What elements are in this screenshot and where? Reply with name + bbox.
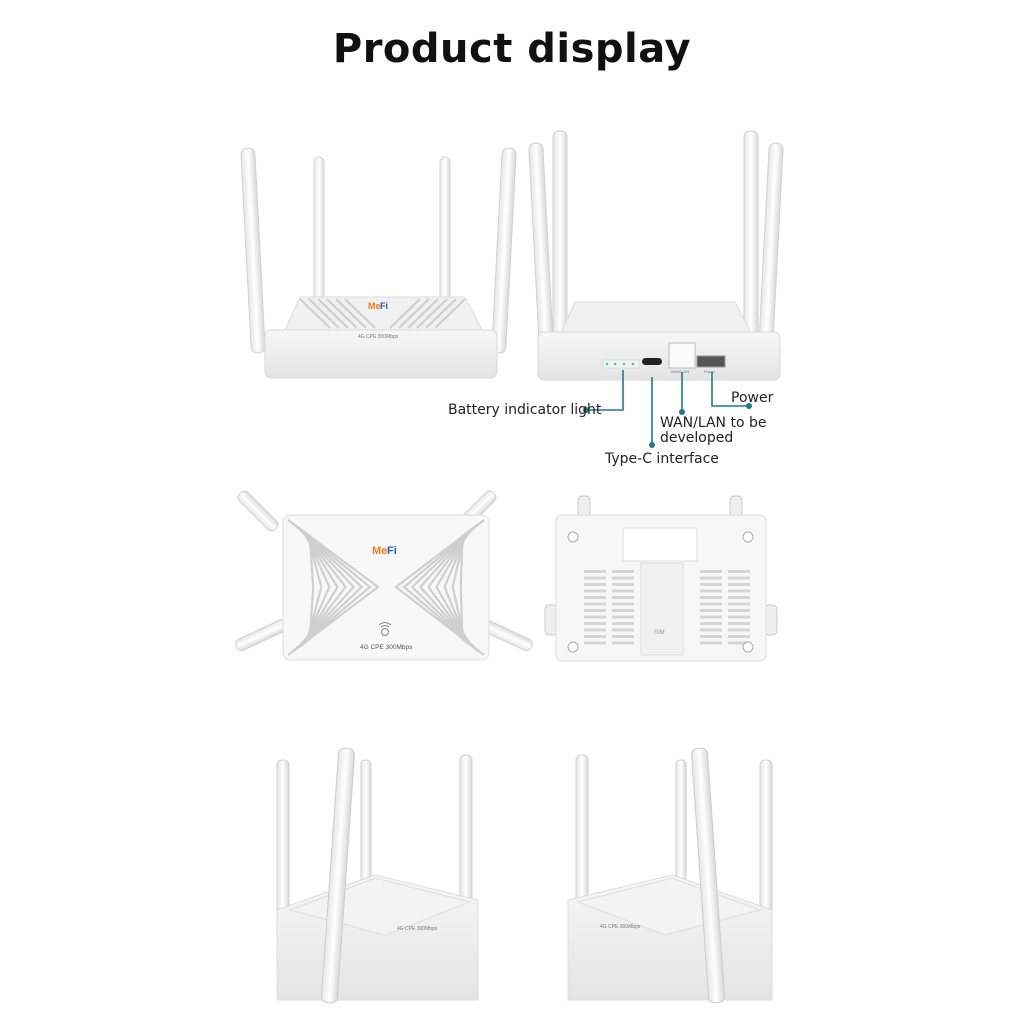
callout-battery-indicator: Battery indicator light: [448, 402, 602, 418]
antenna: [240, 147, 266, 354]
logo: Me: [372, 545, 387, 557]
logo: Fi: [387, 545, 397, 557]
callout-wan-lan: WAN/LAN to be developed: [660, 415, 767, 446]
wifi-icon: [378, 622, 392, 628]
model-text: 4G CPE 300Mbps: [600, 924, 641, 930]
power-port-label: Power: [704, 369, 716, 374]
wan-lan-port-label: WAN/LAN: [671, 369, 689, 374]
router-perspective-right: 4G CPE 300Mbps: [567, 747, 773, 1004]
model-text: 4G CPE 300Mbps: [358, 334, 399, 340]
sim-slot-label: SIM: [654, 630, 665, 636]
antenna: [491, 147, 517, 354]
model-text: 4G CPE 300Mbps: [360, 644, 413, 651]
antenna: [743, 130, 759, 347]
logo: Fi: [380, 301, 388, 311]
router-perspective-left: 4G CPE 300Mbps: [276, 747, 479, 1004]
typec-port: [642, 358, 662, 365]
battery-indicator-leds: [602, 359, 640, 369]
wps-button-icon: [381, 628, 389, 636]
callout-typec-interface: Type-C interface: [605, 451, 719, 467]
callout-lines: [586, 370, 749, 445]
antenna: [758, 142, 784, 349]
logo: Me: [368, 301, 381, 311]
power-port: [696, 355, 726, 368]
page-title: Product display: [332, 26, 692, 72]
callout-power: Power: [731, 390, 774, 406]
router-front-view: Me Fi 4G CPE 300Mbps: [240, 147, 517, 379]
antenna: [313, 156, 325, 303]
antenna: [528, 142, 554, 349]
model-text: 4G CPE 300Mbps: [397, 926, 438, 932]
router-bottom-view: SIM: [544, 495, 778, 662]
antenna: [552, 130, 568, 347]
router-top-view: Me Fi 4G CPE 300Mbps: [235, 490, 533, 661]
router-rear-view: WAN/LAN Power: [528, 130, 784, 448]
wan-lan-port: [668, 342, 696, 369]
antenna: [439, 156, 451, 303]
